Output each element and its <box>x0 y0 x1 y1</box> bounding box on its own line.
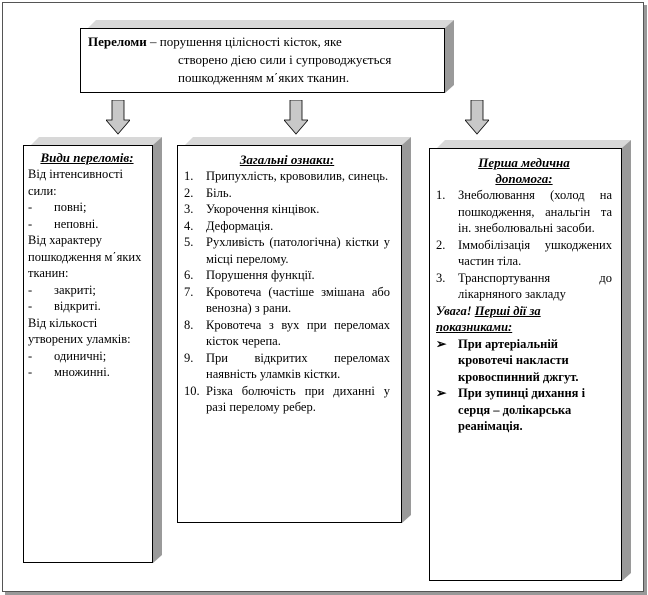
item-number: 1. <box>436 188 446 202</box>
fracture-types-box: Види переломів: Від інтенсивності сили: … <box>23 145 153 563</box>
arrow-bullet-icon: ➢ <box>436 386 447 400</box>
list-item: 2. Біль. <box>184 185 390 202</box>
list-item: 6. Порушення функції. <box>184 267 390 284</box>
list-item: 1. Припухлість, крововилив, синець. <box>184 168 390 185</box>
col3-top-face <box>437 140 631 148</box>
item-text: Транспортування до лікарняного закладу <box>458 270 612 302</box>
col1-top-face <box>31 137 162 145</box>
header-box-side-face <box>445 20 454 93</box>
item-number: 1. <box>184 169 194 183</box>
warning-lead: Увага! <box>436 303 475 318</box>
list-item: -неповні. <box>28 216 99 231</box>
item-text: При зупинці дихання і серця – долікарськ… <box>458 386 586 433</box>
list-item: 1. Знеболювання (холод на пошкодження, ан… <box>436 187 612 237</box>
item-text: Укорочення кінцівок. <box>206 202 320 216</box>
first-aid-list: 1. Знеболювання (холод на пошкодження, ан… <box>436 187 612 303</box>
fracture-types-title: Види переломів: <box>40 150 134 165</box>
item-text: Різка болючість при диханні у разі перел… <box>206 383 390 415</box>
item-text: Біль. <box>206 185 232 200</box>
list-item: 2. Іммобілізація ушкоджених частин тіла. <box>436 237 612 270</box>
item-number: 9. <box>184 350 194 365</box>
item-text: При артеріальній кровотечі накласти кров… <box>458 336 579 384</box>
definition-line-1: – порушення цілісності кісток, яке <box>146 34 342 49</box>
by-tissue-damage-heading: Від характеру пошкодження м΄яких тканин: <box>28 233 142 280</box>
item-text: Рухливість (патологічна) кістки у місці … <box>206 235 390 266</box>
item-number: 7. <box>184 284 194 299</box>
definition-box: Переломи – порушення цілісності кісток, … <box>80 28 445 93</box>
down-arrow-right <box>465 100 489 135</box>
col2-top-face <box>185 137 411 145</box>
down-arrow-middle <box>284 100 308 135</box>
item-number: 6. <box>184 268 194 282</box>
list-item: 8. Кровотеча з вух при переломах кісток ч… <box>184 317 390 350</box>
item-text: Кровотеча (частіше змішана або венозна) … <box>206 284 390 316</box>
emergency-bullets: ➢ При артеріальній кровотечі накласти кро… <box>436 336 612 435</box>
definition-term: Переломи <box>88 34 147 49</box>
list-item: -множинні. <box>28 365 110 379</box>
header-box-top-face <box>88 20 454 28</box>
list-item: 3. Транспортування до лікарняного закладу <box>436 270 612 303</box>
by-force-heading: Від інтенсивності сили: <box>28 167 124 198</box>
first-aid-title: Перша медична допомога: <box>478 155 570 186</box>
by-fragments-heading: Від кількості утворених уламків: <box>28 315 131 347</box>
item-number: 2. <box>436 237 446 252</box>
item-text: Деформація. <box>206 218 274 233</box>
col2-side-face <box>402 137 411 523</box>
list-item: -одиничні; <box>28 348 107 363</box>
general-signs-title: Загальні ознаки: <box>239 152 335 167</box>
item-number: 5. <box>184 235 194 249</box>
list-item: -відкриті. <box>28 299 101 313</box>
warning-text: Перші дії за показниками: <box>436 303 541 335</box>
list-item: -повні; <box>28 200 87 214</box>
first-aid-box: Перша медична допомога: 1. Знеболювання (… <box>429 148 622 581</box>
item-number: 8. <box>184 317 194 332</box>
col1-side-face <box>153 137 162 563</box>
list-item: 3. Укорочення кінцівок. <box>184 201 390 218</box>
down-arrow-left <box>106 100 130 135</box>
item-number: 3. <box>184 202 194 216</box>
item-text: Припухлість, крововилив, синець. <box>206 169 389 183</box>
list-item: 9. При відкритих переломах наявність улам… <box>184 350 390 383</box>
list-item: ➢ При зупинці дихання і серця – долікарсь… <box>436 385 612 435</box>
arrow-bullet-icon: ➢ <box>436 336 447 351</box>
definition-line-3: пошкодженням м΄яких тканин. <box>178 70 350 85</box>
item-number: 3. <box>436 270 446 285</box>
list-item: 7. Кровотеча (частіше змішана або венозна… <box>184 284 390 317</box>
item-text: Порушення функції. <box>206 268 315 282</box>
list-item: 5. Рухливість (патологічна) кістки у місц… <box>184 234 390 267</box>
list-item: 10. Різка болючість при диханні у разі пе… <box>184 383 390 416</box>
item-number: 4. <box>184 218 194 233</box>
item-text: Кровотеча з вух при переломах кісток чер… <box>206 317 390 349</box>
list-item: -закриті; <box>28 282 96 297</box>
item-text: Знеболювання (холод на пошкодження, анал… <box>458 188 612 235</box>
general-signs-box: Загальні ознаки: 1. Припухлість, крововил… <box>177 145 402 523</box>
item-number: 10. <box>184 383 200 398</box>
col3-side-face <box>622 140 631 581</box>
general-signs-list: 1. Припухлість, крововилив, синець. 2. Біль… <box>184 168 390 416</box>
list-item: ➢ При артеріальній кровотечі накласти кро… <box>436 336 612 386</box>
item-number: 2. <box>184 185 194 200</box>
definition-line-2: створено дією сили і супроводжується <box>178 52 392 67</box>
warning-note: Увага! Перші дії за показниками: <box>436 303 612 336</box>
item-text: Іммобілізація ушкоджених частин тіла. <box>458 237 612 269</box>
list-item: 4. Деформація. <box>184 218 390 235</box>
item-text: При відкритих переломах наявність уламкі… <box>206 350 390 382</box>
